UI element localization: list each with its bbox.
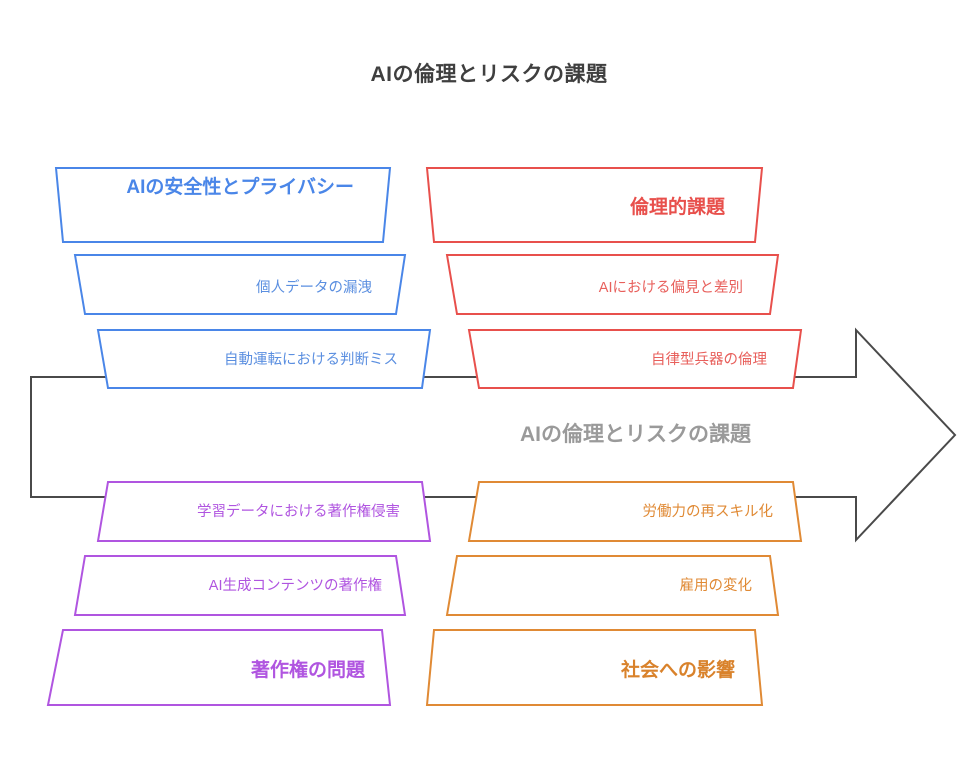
- label-ethical-issues-item-0: AIにおける偏見と差別: [598, 280, 743, 296]
- label-social-impact-header: 社会への影響: [620, 660, 735, 681]
- label-copyright-issues-header: 著作権の問題: [250, 660, 365, 681]
- shape-copyright-issues-item-0[interactable]: [96, 481, 432, 542]
- shape-safety-privacy-item-0[interactable]: [73, 254, 407, 315]
- shape-ethical-issues-item-0[interactable]: [445, 254, 780, 315]
- label-social-impact-item-0: 労働力の再スキル化: [642, 504, 774, 520]
- label-ethical-issues-item-1: 自律型兵器の倫理: [651, 352, 767, 368]
- label-safety-privacy-header: AIの安全性とプライバシー: [126, 177, 354, 198]
- center-arrow-label: AIの倫理とリスクの課題: [520, 423, 751, 446]
- shape-ethical-issues-header[interactable]: [425, 167, 764, 243]
- shape-social-impact-item-1[interactable]: [445, 555, 780, 616]
- label-copyright-issues-item-1: AI生成コンテンツの著作権: [208, 578, 382, 594]
- shape-copyright-issues-header[interactable]: [46, 629, 392, 706]
- shape-social-impact-header[interactable]: [425, 629, 764, 706]
- shape-copyright-issues-item-1[interactable]: [73, 555, 407, 616]
- shape-social-impact-item-0[interactable]: [467, 481, 803, 542]
- label-social-impact-item-1: 雇用の変化: [679, 578, 753, 594]
- page-title: AIの倫理とリスクの課題: [370, 63, 608, 86]
- shape-ethical-issues-item-1[interactable]: [467, 329, 803, 389]
- label-copyright-issues-item-0: 学習データにおける著作権侵害: [197, 504, 400, 520]
- label-safety-privacy-item-0: 個人データの漏洩: [256, 280, 372, 296]
- label-safety-privacy-item-1: 自動運転における判断ミス: [224, 352, 398, 368]
- label-ethical-issues-header: 倫理的課題: [629, 197, 725, 218]
- shape-safety-privacy-item-1[interactable]: [96, 329, 432, 389]
- shape-safety-privacy-header[interactable]: [54, 167, 392, 243]
